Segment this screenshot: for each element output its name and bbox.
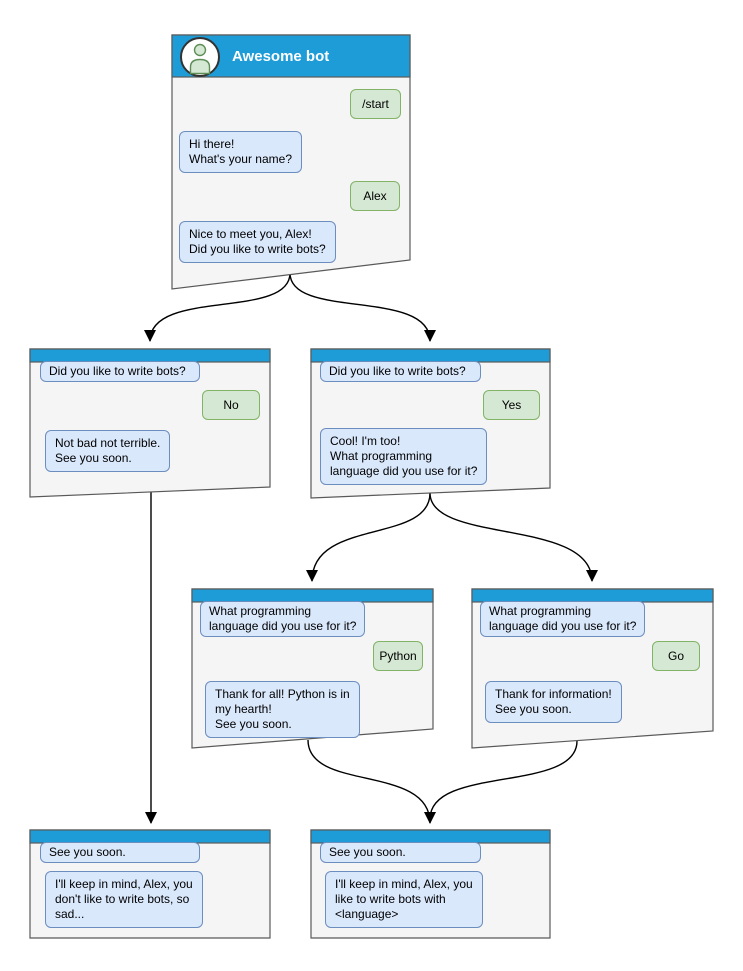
- bot-avatar-icon: [180, 37, 220, 77]
- user-message-bubble: Python: [373, 641, 423, 671]
- bot-message-bubble: Did you like to write bots?: [320, 361, 481, 382]
- user-message-bubble: No: [202, 390, 260, 420]
- bot-message-bubble: Cool! I'm too! What programming language…: [320, 428, 488, 485]
- bot-message-bubble: What programming language did you use fo…: [480, 601, 646, 637]
- bot-message-bubble: I'll keep in mind, Alex, you like to wri…: [325, 871, 483, 928]
- connector-main-to-yes: [289, 272, 436, 342]
- user-message-bubble: Alex: [350, 181, 400, 211]
- user-message-bubble: Go: [652, 641, 700, 671]
- bot-message-bubble: See you soon.: [40, 842, 200, 863]
- bot-message-bubble: Hi there! What's your name?: [179, 131, 303, 173]
- connector-yes-to-go: [429, 492, 598, 582]
- bot-message-bubble: Thank for all! Python is in my hearth! S…: [205, 681, 360, 738]
- user-message-bubble: Yes: [483, 390, 540, 420]
- connector-go-to-end: [429, 740, 578, 820]
- bot-message-bubble: Not bad not terrible. See you soon.: [45, 430, 171, 472]
- connector-yes-to-python: [306, 492, 431, 582]
- connector-python-to-end: [307, 739, 436, 824]
- connector-main-to-no: [144, 272, 291, 342]
- bot-message-bubble: I'll keep in mind, Alex, you don't like …: [45, 871, 203, 928]
- bot-message-bubble: Thank for information! See you soon.: [485, 681, 622, 723]
- bot-message-bubble: What programming language did you use fo…: [200, 601, 366, 637]
- window-title: Awesome bot: [232, 48, 330, 65]
- bot-message-bubble: Did you like to write bots?: [40, 361, 200, 382]
- bot-message-bubble: See you soon.: [320, 842, 481, 863]
- user-message-bubble: /start: [350, 89, 401, 119]
- bot-message-bubble: Nice to meet you, Alex! Did you like to …: [179, 221, 336, 263]
